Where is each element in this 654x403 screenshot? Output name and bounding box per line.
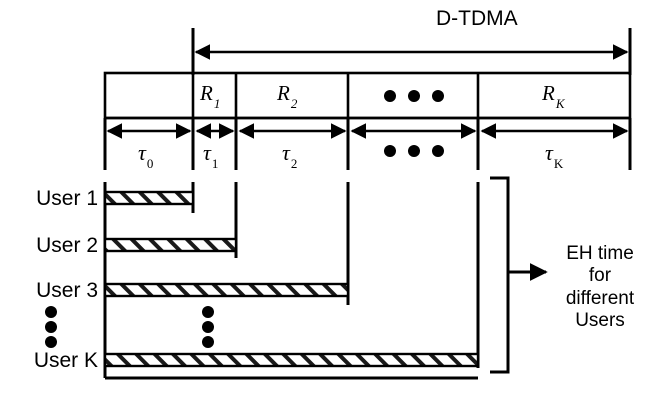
page-title: D-TDMA xyxy=(436,7,518,30)
duration-label-tauk: τK xyxy=(545,140,564,172)
eh-annotation-line: different xyxy=(565,287,635,309)
user-bar-2 xyxy=(103,237,238,253)
plot-ellipsis-dot xyxy=(202,321,214,333)
user-bar-1 xyxy=(103,190,195,206)
guide-lines-group xyxy=(103,182,480,380)
slot-ellipsis-dot xyxy=(432,90,444,102)
duration-label-tau1: τ1 xyxy=(203,140,219,172)
user-row-label-1: User 1 xyxy=(36,187,98,210)
duration-label-tau0: τ0 xyxy=(138,140,154,172)
slot-label-r1: R1 xyxy=(200,81,221,112)
user-row-label-2: User 2 xyxy=(36,234,98,257)
eh-annotation-text: EH time for different Users xyxy=(545,243,654,333)
duration-ellipsis-dot xyxy=(432,145,444,157)
user-bar-3 xyxy=(103,282,350,298)
duration-ellipsis-dot xyxy=(384,145,396,157)
eh-bracket xyxy=(490,176,510,374)
user-ellipsis-dot xyxy=(45,336,57,348)
plot-ellipsis-dot xyxy=(202,306,214,318)
plot-ellipsis-dot xyxy=(202,336,214,348)
user-row-label-3: User 3 xyxy=(36,279,98,302)
user-bar-k xyxy=(103,352,480,368)
plot-vertical-ellipsis xyxy=(202,306,214,348)
dtdma-span-group xyxy=(191,28,632,75)
slot-label-rk: RK xyxy=(542,81,565,112)
eh-annotation-line: EH time xyxy=(566,243,634,264)
user-bars-group xyxy=(103,190,480,368)
user-ellipsis-dot xyxy=(45,306,57,318)
slot-label-r2: R2 xyxy=(277,81,298,112)
eh-annotation-line: for xyxy=(588,265,612,287)
user-label-vertical-ellipsis xyxy=(45,306,57,348)
duration-label-tau2: τ2 xyxy=(282,140,298,172)
slot-ellipsis-dot xyxy=(384,90,396,102)
user-ellipsis-dot xyxy=(45,321,57,333)
eh-annotation-line: Users xyxy=(575,310,625,332)
eh-bracket-group xyxy=(490,176,548,374)
duration-ellipsis-dot xyxy=(408,145,420,157)
duration-row-group xyxy=(103,118,632,170)
slot-ellipsis-dot xyxy=(408,90,420,102)
user-row-label-k: User K xyxy=(33,349,98,372)
